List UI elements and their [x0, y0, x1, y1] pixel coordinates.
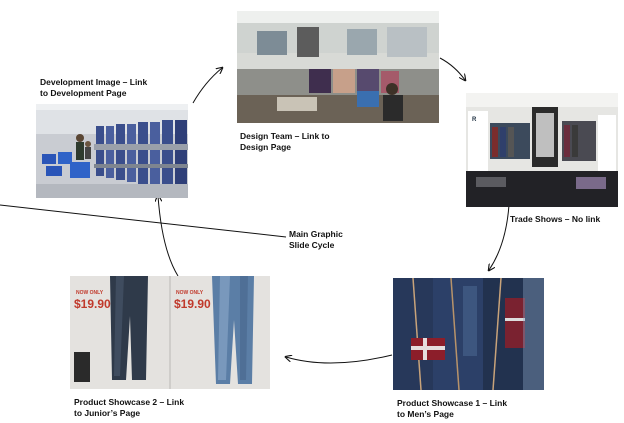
- cycle-arrow-showcase2-to-development: [158, 196, 179, 277]
- design-team-photo[interactable]: [237, 11, 439, 123]
- center-label-line-2: Slide Cycle: [289, 240, 335, 250]
- showcase-2-caption: Product Showcase 2 – Link to Junior’s Pa…: [74, 397, 184, 419]
- trade-shows-photo: R: [466, 93, 618, 207]
- factory-machines-icon: [36, 104, 188, 198]
- ad-badge-right: NOW ONLY: [176, 290, 204, 296]
- showcase-2-caption-line-1: Product Showcase 2 – Link: [74, 397, 185, 407]
- ad-price-left: $19.90: [74, 297, 111, 311]
- center-label: Main Graphic Slide Cycle: [289, 229, 343, 251]
- juniors-jeans-ad-icon: NOW ONLY $19.90 NOW ONLY $19.90: [70, 276, 270, 389]
- trade-shows-caption-line-1: Trade Shows – No link: [510, 214, 601, 224]
- cycle-arrow-showcase1-to-showcase2: [286, 354, 393, 364]
- development-caption: Development Image – Link to Development …: [40, 77, 147, 99]
- mens-jeans-closeup-icon: [393, 278, 544, 390]
- design-office-icon: [237, 11, 439, 123]
- cycle-arrow-development-to-design: [192, 68, 222, 104]
- showcase-1-photo[interactable]: [393, 278, 544, 390]
- ad-badge-left: NOW ONLY: [76, 290, 104, 296]
- center-label-line-1: Main Graphic: [289, 229, 343, 239]
- development-photo[interactable]: [36, 104, 188, 198]
- design-team-caption: Design Team – Link to Design Page: [240, 131, 330, 153]
- ad-price-right: $19.90: [174, 297, 211, 311]
- showcase-1-caption: Product Showcase 1 – Link to Men’s Page: [397, 398, 507, 420]
- development-caption-line-1: Development Image – Link: [40, 77, 148, 87]
- showcase-1-caption-line-2: to Men’s Page: [397, 409, 454, 419]
- trade-shows-caption: Trade Shows – No link: [510, 214, 600, 225]
- trade-show-booth-icon: R: [466, 93, 618, 207]
- development-caption-line-2: to Development Page: [40, 88, 127, 98]
- showcase-2-photo[interactable]: NOW ONLY $19.90 NOW ONLY $19.90: [70, 276, 270, 389]
- design-team-caption-line-1: Design Team – Link to: [240, 131, 330, 141]
- svg-text:R: R: [472, 117, 477, 123]
- cycle-arrow-tradeshows-to-showcase1: [489, 204, 510, 270]
- showcase-2-caption-line-2: to Junior’s Page: [74, 408, 141, 418]
- showcase-1-caption-line-1: Product Showcase 1 – Link: [397, 398, 508, 408]
- center-label-pointer-line: [0, 204, 287, 238]
- design-team-caption-line-2: Design Page: [240, 142, 292, 152]
- cycle-arrow-design-to-tradeshows: [439, 57, 465, 80]
